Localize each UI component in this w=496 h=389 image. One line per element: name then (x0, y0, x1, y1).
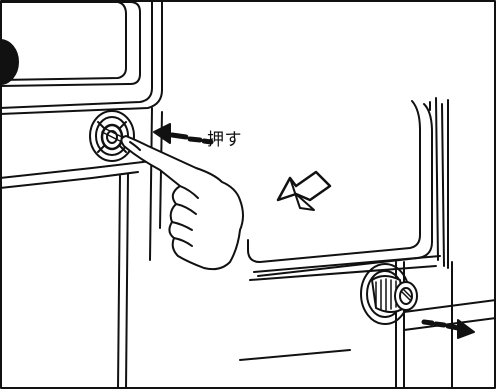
push-arrow-icon (153, 123, 214, 145)
cabinet-panel-right (239, 97, 496, 389)
cabinet-panel-left (0, 1, 163, 389)
lock-cylinder-released (360, 263, 418, 325)
finger-icon (120, 135, 244, 271)
step-marker (0, 39, 19, 85)
release-arrow-icon (421, 319, 475, 339)
direction-arrow-icon (276, 170, 332, 202)
push-label: 押す (207, 130, 242, 150)
